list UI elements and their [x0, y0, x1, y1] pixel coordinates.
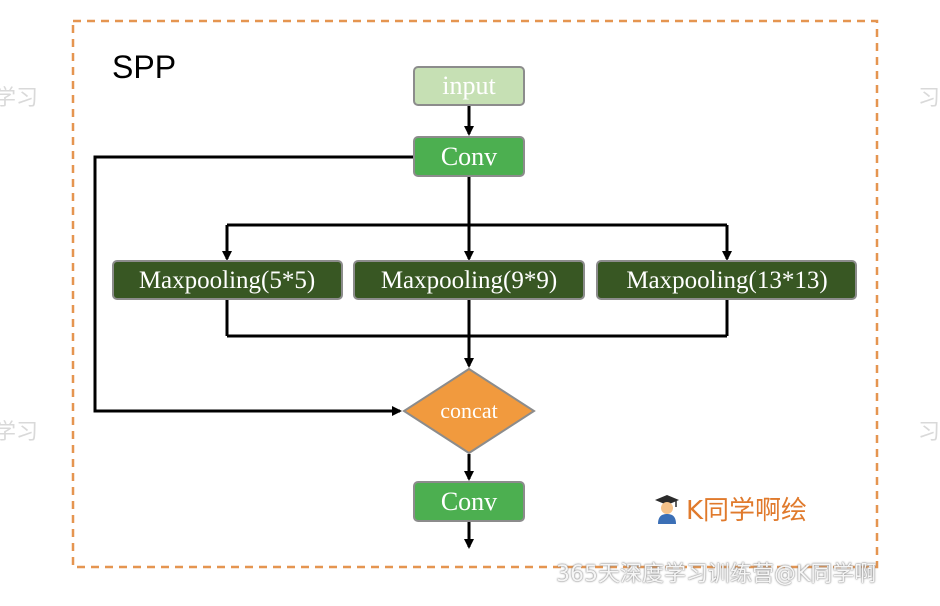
author-credit: K同学啊绘: [654, 490, 807, 527]
node-conv-bottom-label: Conv: [441, 487, 497, 516]
node-conv-top: Conv: [413, 136, 525, 177]
node-maxpool-5-label: Maxpooling(5*5): [139, 267, 315, 294]
footer-watermark: 365天深度学习训练营@K同学啊: [556, 562, 877, 587]
watermark-left-top: 学习: [0, 86, 39, 111]
skip-connection: [93, 155, 414, 416]
watermark-left-bottom: 学习: [0, 420, 39, 445]
connectors: [93, 105, 732, 549]
node-maxpool-9-label: Maxpooling(9*9): [381, 267, 557, 294]
watermark-right-top: 习: [918, 86, 940, 111]
node-concat: concat: [402, 367, 536, 455]
node-input: input: [413, 66, 525, 106]
author-credit-text: K同学啊绘: [686, 496, 808, 526]
node-conv-top-label: Conv: [441, 142, 497, 171]
node-concat-label: concat: [440, 398, 497, 423]
node-conv-bottom: Conv: [413, 481, 525, 522]
graduate-student-icon: [655, 494, 679, 524]
node-maxpool-13: Maxpooling(13*13): [596, 260, 857, 300]
node-input-label: input: [442, 71, 496, 100]
node-maxpool-13-label: Maxpooling(13*13): [626, 267, 827, 294]
watermark-right-bottom: 习: [918, 420, 940, 445]
node-maxpool-9: Maxpooling(9*9): [353, 260, 585, 300]
spp-frame: [71, 19, 879, 569]
node-maxpool-5: Maxpooling(5*5): [112, 260, 343, 300]
diagram-title: SPP: [112, 49, 176, 85]
